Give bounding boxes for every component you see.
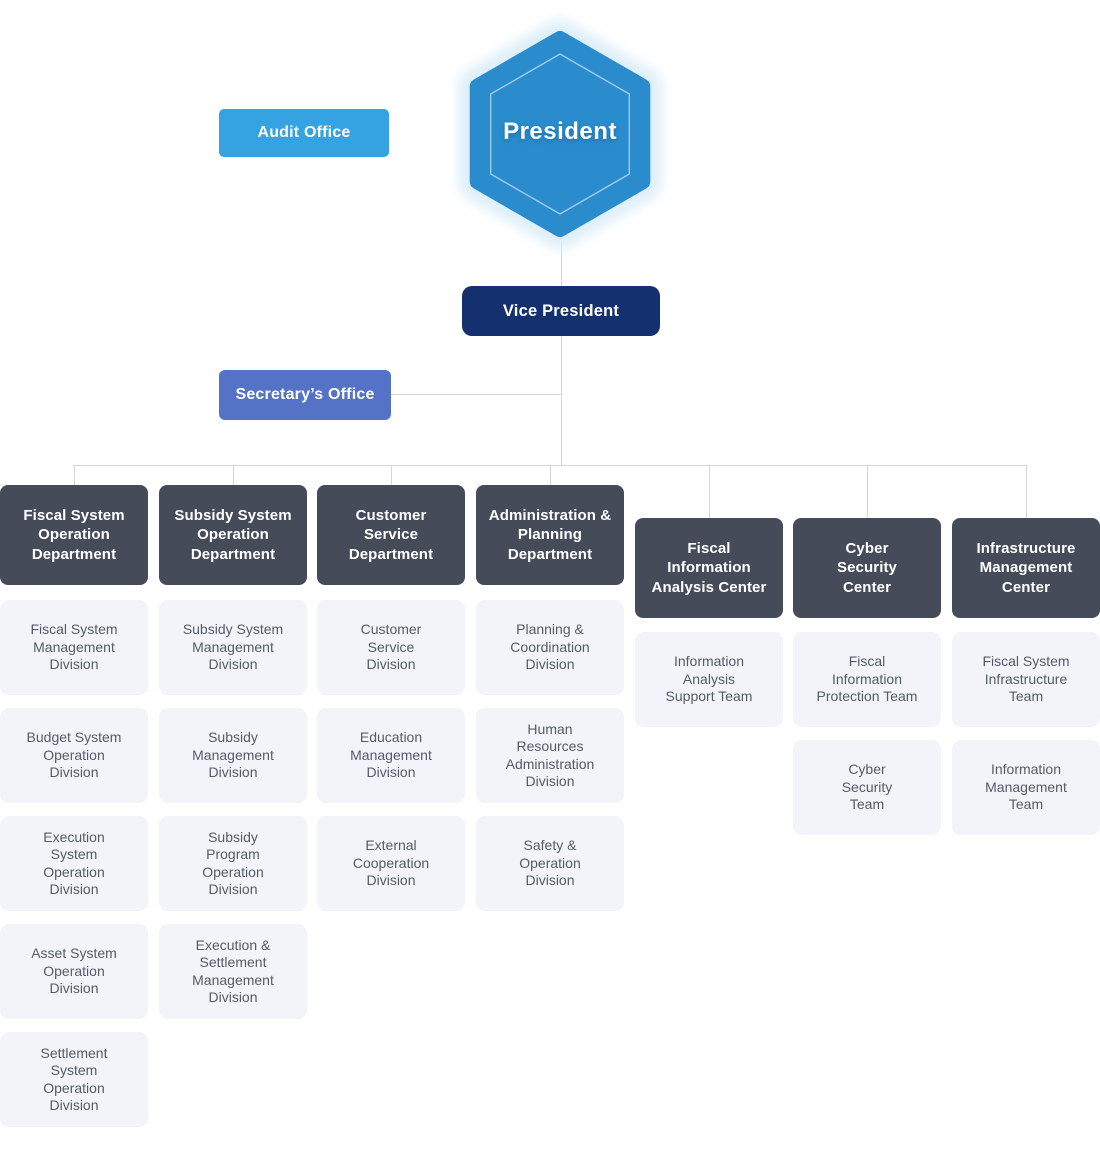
secretarys-office-node: Secretary’s Office bbox=[219, 370, 391, 420]
administration-planning-department-child-1: Planning & Coordination Division bbox=[476, 600, 624, 695]
fiscal-system-operation-department-child-5: Settlement System Operation Division bbox=[0, 1032, 148, 1127]
fiscal-system-operation-department-header: Fiscal System Operation Department bbox=[0, 485, 148, 585]
customer-service-department-header: Customer Service Department bbox=[317, 485, 465, 585]
connector-drop-cyber-security-center bbox=[867, 465, 868, 518]
cyber-security-center-header: Cyber Security Center bbox=[793, 518, 941, 618]
infrastructure-management-center-header: Infrastructure Management Center bbox=[952, 518, 1100, 618]
infrastructure-management-center-child-2: Information Management Team bbox=[952, 740, 1100, 835]
infrastructure-management-center-child-1: Fiscal System Infrastructure Team bbox=[952, 632, 1100, 727]
fiscal-system-operation-department-child-4: Asset System Operation Division bbox=[0, 924, 148, 1019]
subsidy-system-operation-department-header: Subsidy System Operation Department bbox=[159, 485, 307, 585]
connector-drop-subsidy-system-operation-department bbox=[233, 465, 234, 485]
administration-planning-department-header: Administration & Planning Department bbox=[476, 485, 624, 585]
subsidy-system-operation-department-child-3: Subsidy Program Operation Division bbox=[159, 816, 307, 911]
connector-trunk bbox=[561, 238, 562, 465]
audit-office-node: Audit Office bbox=[219, 109, 389, 157]
administration-planning-department-child-3: Safety & Operation Division bbox=[476, 816, 624, 911]
fiscal-system-operation-department-child-2: Budget System Operation Division bbox=[0, 708, 148, 803]
vice-president-node: Vice President bbox=[462, 286, 660, 336]
customer-service-department-child-3: External Cooperation Division bbox=[317, 816, 465, 911]
customer-service-department-child-2: Education Management Division bbox=[317, 708, 465, 803]
connector-drop-customer-service-department bbox=[391, 465, 392, 485]
fiscal-system-operation-department-child-3: Execution System Operation Division bbox=[0, 816, 148, 911]
administration-planning-department-child-2: Human Resources Administration Division bbox=[476, 708, 624, 803]
fiscal-information-analysis-center-child-1: Information Analysis Support Team bbox=[635, 632, 783, 727]
subsidy-system-operation-department-child-4: Execution & Settlement Management Divisi… bbox=[159, 924, 307, 1019]
connector-drop-fiscal-system-operation-department bbox=[74, 465, 75, 485]
connector-drop-infrastructure-management-center bbox=[1026, 465, 1027, 518]
connector-secretary bbox=[391, 394, 561, 395]
subsidy-system-operation-department-child-1: Subsidy System Management Division bbox=[159, 600, 307, 695]
fiscal-system-operation-department-child-1: Fiscal System Management Division bbox=[0, 600, 148, 695]
subsidy-system-operation-department-child-2: Subsidy Management Division bbox=[159, 708, 307, 803]
cyber-security-center-child-1: Fiscal Information Protection Team bbox=[793, 632, 941, 727]
president-hexagon bbox=[458, 19, 662, 249]
president-node: President bbox=[503, 118, 617, 145]
cyber-security-center-child-2: Cyber Security Team bbox=[793, 740, 941, 835]
connector-drop-administration-planning-department bbox=[550, 465, 551, 485]
connector-drop-fiscal-information-analysis-center bbox=[709, 465, 710, 518]
customer-service-department-child-1: Customer Service Division bbox=[317, 600, 465, 695]
fiscal-information-analysis-center-header: Fiscal Information Analysis Center bbox=[635, 518, 783, 618]
